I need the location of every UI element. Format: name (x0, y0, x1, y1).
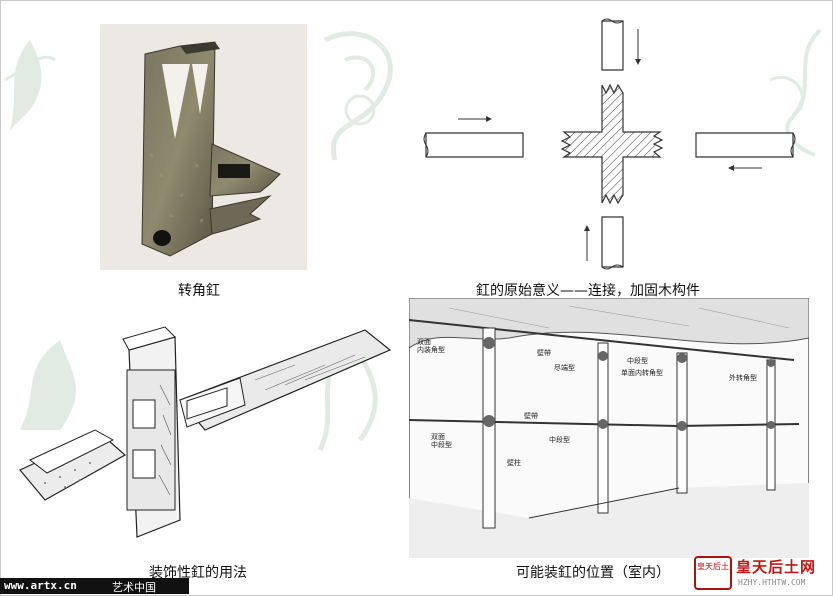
label-head-type: 尽端型 (554, 364, 575, 372)
brand-name: 皇天后土网 (736, 558, 817, 576)
decorative-usage-illustration (19, 326, 392, 538)
label-mid-type-lower: 中段型 (549, 436, 570, 444)
joint-meaning-caption: 釭的原始意义——连接，加固木构件 (476, 283, 700, 299)
label-wall-post: 壁柱 (507, 459, 521, 467)
interior-position-caption: 可能装釭的位置（室内） (516, 565, 670, 581)
background-ornament-lower-left (20, 340, 76, 430)
brand-url: HZHY.HTHTW.COM (738, 578, 806, 587)
label-outer-corner: 外转角型 (729, 374, 757, 382)
background-ornament-left (4, 40, 56, 130)
seal-text: 皇天后土 (697, 562, 729, 571)
interior-room-illustration: 双面 内装角型 壁帶 尽端型 中段型 单面内转角型 外转角型 壁帶 中段型 双面… (408, 297, 810, 559)
label-single-inner-corner: 单面内转角型 (621, 369, 663, 377)
background-ornament-center (323, 31, 393, 161)
label-double-inner-corner: 双面 内装角型 (417, 338, 445, 354)
brand-seal-icon: 皇天后土 (694, 556, 732, 590)
label-double-mid: 双面 中段型 (431, 433, 452, 449)
background-ornament-right (769, 28, 822, 157)
cross-joint-diagram (423, 18, 796, 270)
bronze-corner-fitting-photo (100, 24, 307, 270)
footer-site-name[interactable]: 艺术中国 (112, 581, 156, 594)
corner-fitting-caption: 转角釭 (178, 283, 220, 299)
label-mid-type-upper: 中段型 (627, 357, 648, 365)
footer-bar (0, 578, 189, 594)
decorative-usage-caption: 装饰性釭的用法 (149, 565, 247, 581)
footer-url[interactable]: www.artx.cn (4, 579, 77, 592)
label-wall-bracket: 壁帶 (537, 349, 551, 357)
label-wall-belt: 壁帶 (524, 412, 538, 420)
